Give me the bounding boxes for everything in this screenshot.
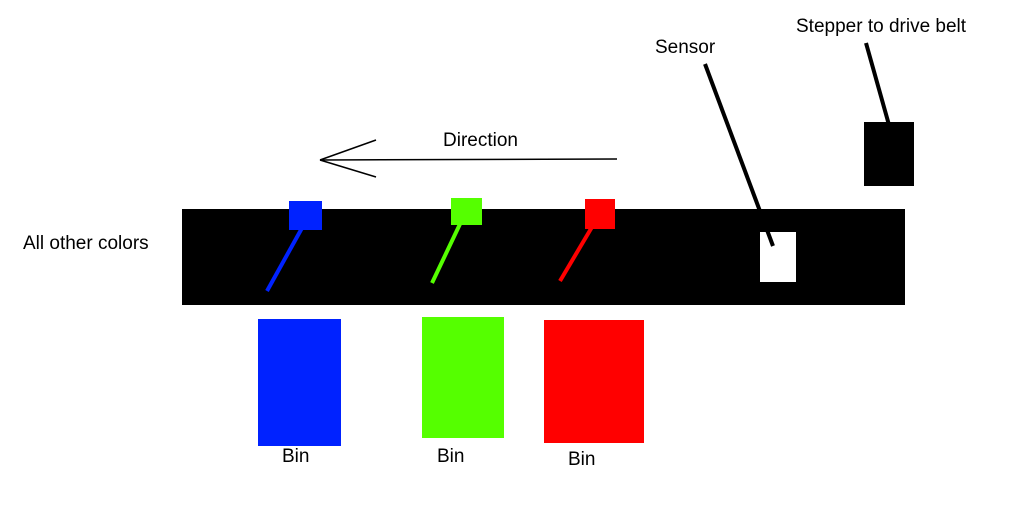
sensor-body [760,232,796,282]
direction-arrow [319,139,618,178]
stepper-pointer-line [864,42,891,126]
blue-diverter-head [289,201,322,230]
green-diverter-arm [430,223,462,284]
direction-label: Direction [443,130,518,151]
other-colors-label: All other colors [23,233,149,254]
green-bin-label: Bin [437,446,465,467]
sensor-pointer-line [703,63,775,247]
red-bin [544,320,644,443]
sensor-label: Sensor [655,37,716,58]
red-bin-label: Bin [568,449,596,470]
green-diverter-head [451,198,482,225]
blue-bin [258,319,341,446]
blue-bin-label: Bin [282,446,310,467]
red-diverter-arm [558,225,594,283]
blue-diverter-arm [265,227,304,292]
stepper-motor [864,122,914,186]
red-diverter-head [585,199,615,229]
green-bin [422,317,504,438]
stepper-label: Stepper to drive belt [796,16,967,37]
